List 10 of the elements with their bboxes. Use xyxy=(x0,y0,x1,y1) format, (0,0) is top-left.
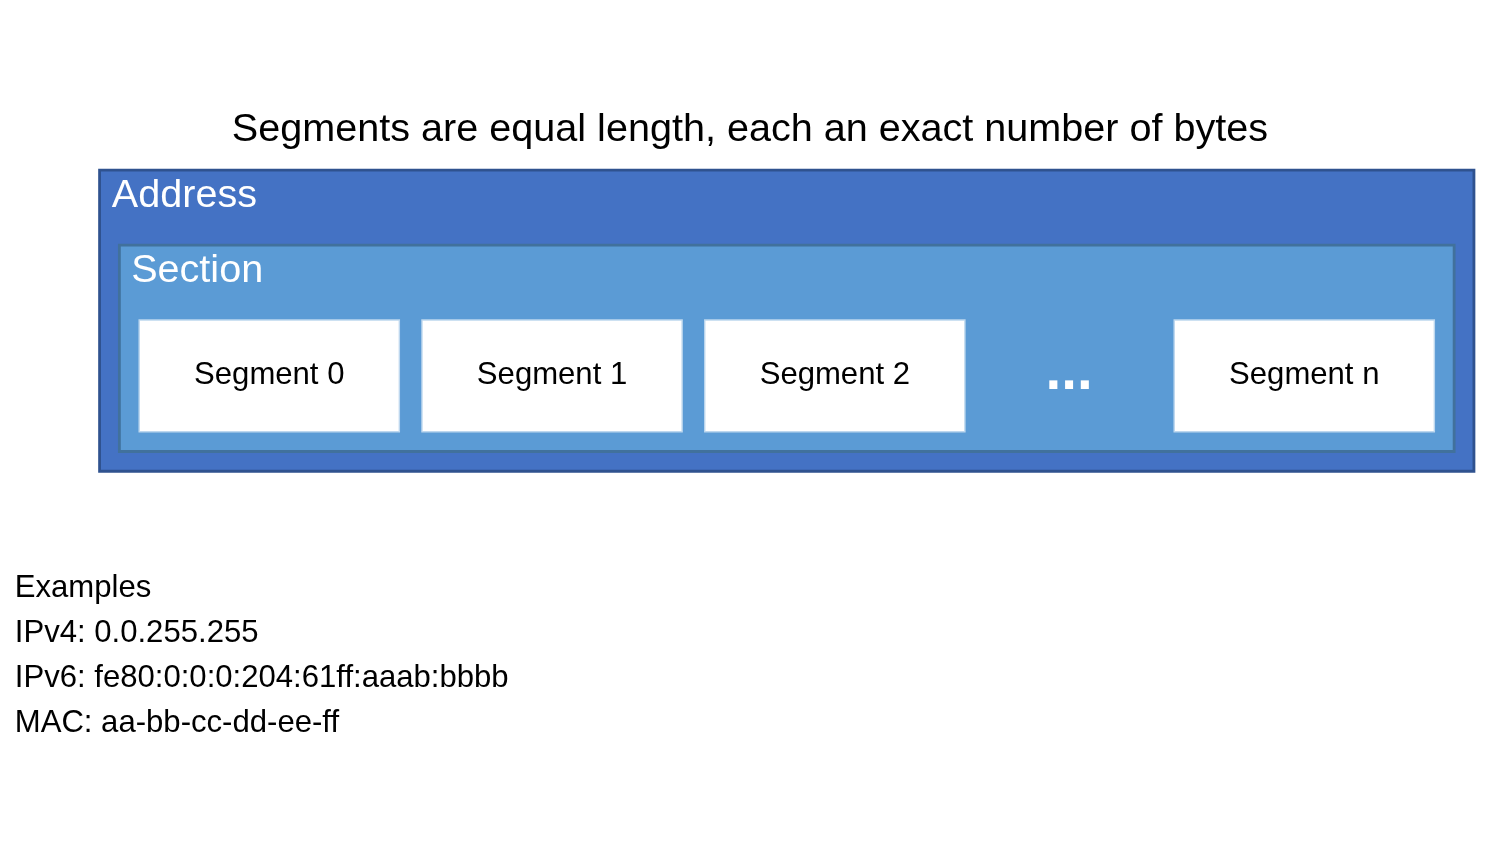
label: IPv6: fe80:0:0:0:204:61ff:aaab:bbbb xyxy=(14,658,509,694)
diagram-title: Segments are equal length, each an exact number of bytes xyxy=(231,104,1269,149)
node-box: Segment 0 xyxy=(138,318,401,432)
label: Examples xyxy=(14,568,152,604)
label: MAC: aa-bb-cc-dd-ee-ff xyxy=(14,703,340,739)
node-box: Segment 1 xyxy=(421,318,683,432)
node-box: Segment 2 xyxy=(704,318,966,432)
label: IPv4: 0.0.255.255 xyxy=(14,613,259,649)
node-box: Segment n xyxy=(1173,318,1436,432)
label: ... xyxy=(1045,337,1093,401)
